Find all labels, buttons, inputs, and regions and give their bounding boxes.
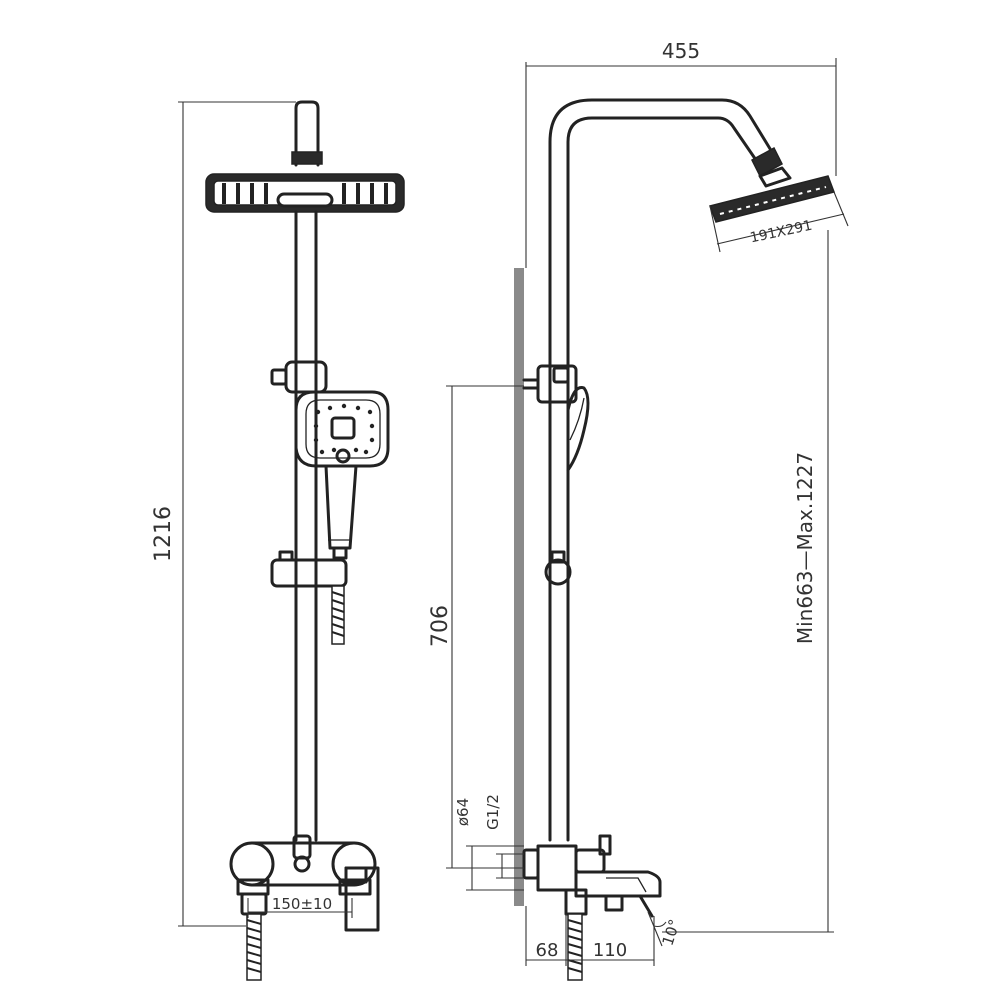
- adjustable-height-label: Min663—Max.1227: [793, 452, 817, 644]
- overall-height-label: 1216: [151, 506, 176, 562]
- spout-angle-label: 10°: [659, 917, 684, 948]
- dimension-slider-height: 706: [428, 385, 524, 869]
- side-mixer-spout: [522, 834, 662, 918]
- inlet-centres-label: 150±10: [272, 895, 332, 913]
- head-size-label: 191X291: [749, 218, 814, 247]
- rain-shower-head: [205, 173, 405, 213]
- side-arm-nut: [751, 146, 783, 178]
- dimension-overall-height: 1216: [151, 101, 296, 927]
- dimension-adjustable-height: Min663—Max.1227: [662, 230, 834, 933]
- front-arm-nut: [291, 151, 323, 165]
- dimension-overall-width: 455: [525, 39, 837, 268]
- wall-plate-diameter-label: ø64: [454, 798, 472, 826]
- side-shower-head: [709, 166, 835, 223]
- dimension-bottom-offsets: 68 110: [525, 906, 655, 966]
- dimension-spout-angle: 10°: [647, 911, 684, 948]
- side-view: 191X291: [428, 39, 849, 981]
- overall-width-label: 455: [662, 39, 700, 63]
- spout-length-label: 110: [593, 940, 627, 961]
- front-bottom-hose: [246, 913, 262, 981]
- hand-shower: [294, 390, 390, 560]
- side-riser-arm: [548, 98, 774, 842]
- front-riser-pipe: [294, 210, 318, 842]
- slider-height-label: 706: [428, 605, 453, 647]
- inlet-thread-label: G1/2: [484, 794, 502, 830]
- front-slider-bracket: [270, 550, 348, 588]
- side-upper-clamp: [522, 364, 578, 404]
- dimension-inlet-details: ø64 G1/2: [454, 794, 524, 891]
- side-bottom-hose: [567, 913, 583, 981]
- wall: [514, 268, 524, 906]
- side-slider-knob: [544, 558, 572, 586]
- front-top-arm: [294, 100, 320, 167]
- front-upper-clamp: [270, 360, 328, 394]
- front-view: 1216 150±10: [151, 100, 405, 981]
- dimension-inlet-centres: 150±10: [247, 895, 353, 918]
- front-hose: [331, 585, 345, 645]
- side-hand-shower: [566, 385, 590, 472]
- front-mixer-valve: [229, 834, 380, 932]
- wall-offset-label: 68: [536, 940, 559, 961]
